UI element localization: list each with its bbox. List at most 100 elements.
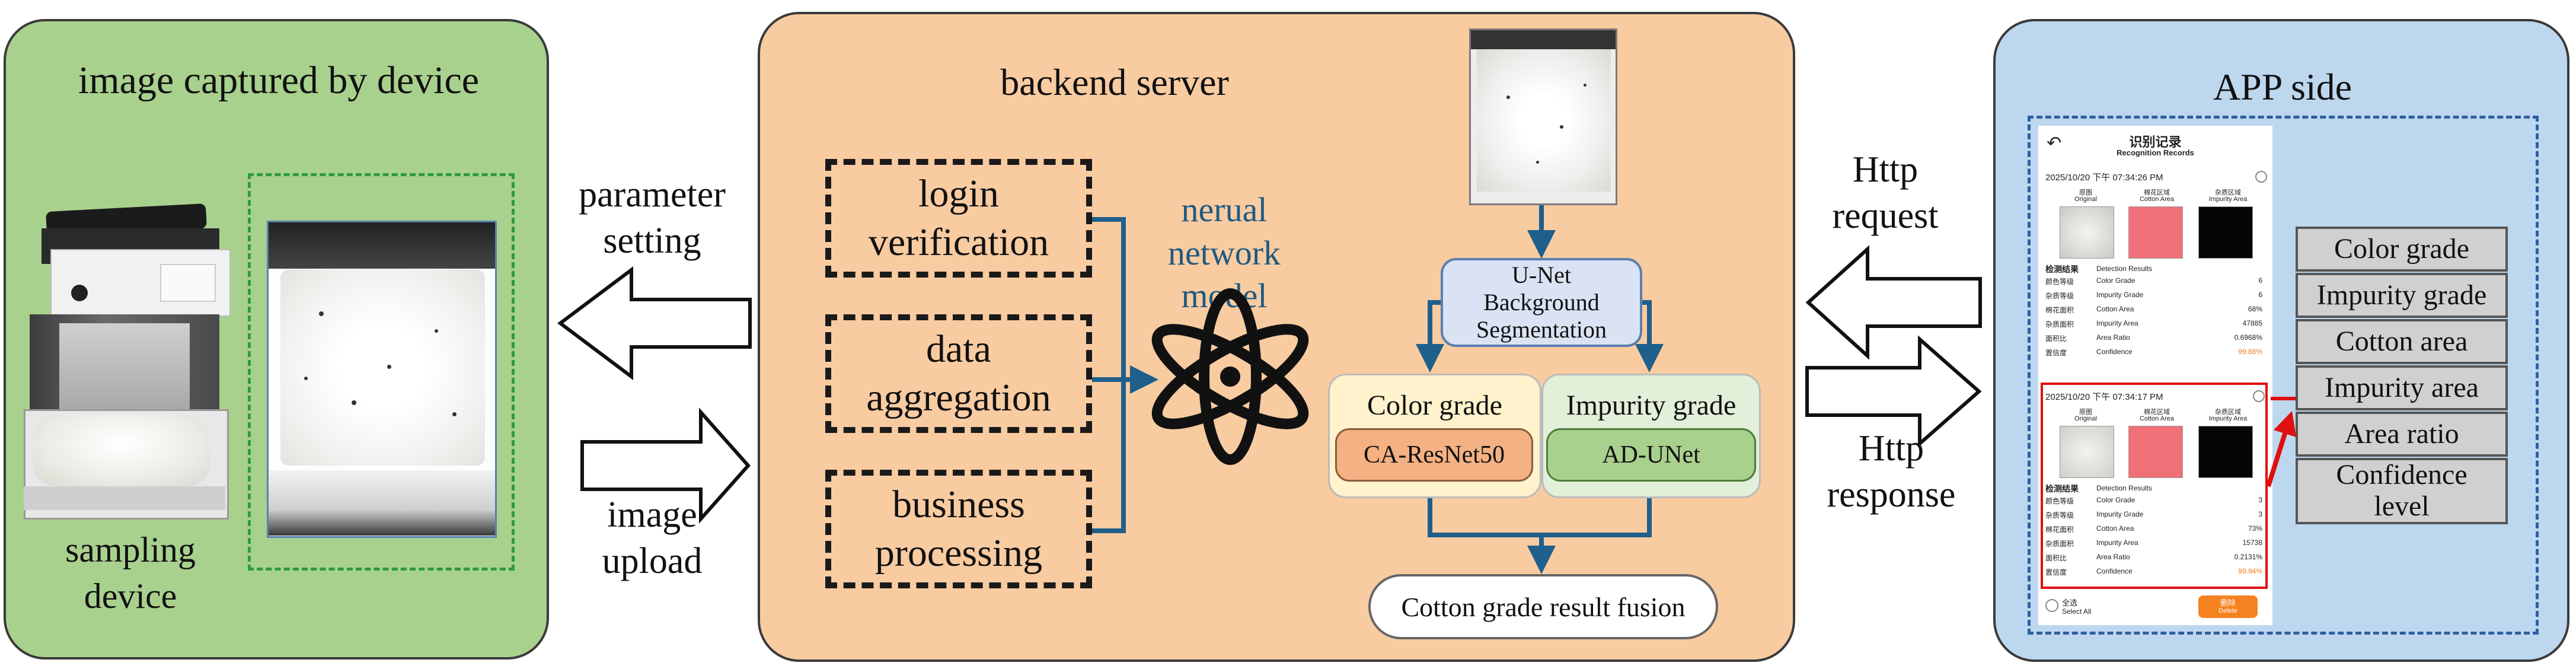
r1-img-label-1-cn: 棉花区域 xyxy=(2144,189,2170,196)
unet-input-cotton-image xyxy=(1469,28,1617,205)
unet-background-segmentation-node: U-Net Background Segmentation xyxy=(1441,258,1642,347)
atom-icon xyxy=(1151,288,1309,465)
record-1-row-en: Color Grade xyxy=(2096,276,2136,285)
r2-cotton-thumb xyxy=(2128,426,2183,478)
record-2-row-v: 3 xyxy=(2258,510,2262,518)
record-2-row-en: Color Grade xyxy=(2096,496,2136,504)
select-all-en: Select All xyxy=(2062,607,2092,616)
login-verification-module: login verification xyxy=(825,159,1092,278)
parameter-setting-arrow xyxy=(557,266,752,380)
phone-header-en: Recognition Records xyxy=(2117,148,2194,157)
app-dashed-frame xyxy=(2028,116,2539,635)
ca-resnet50-node: CA-ResNet50 xyxy=(1335,428,1533,482)
image-upload-label: image upload xyxy=(602,495,703,581)
record-2-row-cn: 置信度 xyxy=(2045,568,2067,576)
record-1-row-cn: 颜色等级 xyxy=(2045,278,2074,286)
r1-results-title-en: Detection Results xyxy=(2096,265,2153,273)
record-2-row-cn: 棉花面积 xyxy=(2045,525,2074,534)
delete-en: Delete xyxy=(2219,607,2237,614)
record-2-row-cn: 杂质等级 xyxy=(2045,511,2074,520)
output-confidence-level: Confidence level xyxy=(2296,458,2508,524)
record-1-row-cn: 杂质等级 xyxy=(2045,292,2074,300)
sampling-device-label: sampling device xyxy=(65,530,196,616)
http-request-label: Http request xyxy=(1832,149,1939,236)
r2-img-label-0-cn: 原图 xyxy=(2079,409,2092,416)
r1-img-label-0-en: Original xyxy=(2074,196,2097,203)
record-2-row-v: 3 xyxy=(2258,496,2262,504)
cotton-grade-fusion-node: Cotton grade result fusion xyxy=(1368,574,1718,639)
ad-unet-node: AD-UNet xyxy=(1546,428,1756,482)
delete-cn: 删除 xyxy=(2220,598,2236,607)
http-response-label: Http response xyxy=(1827,428,1956,515)
r2-img-label-1-en: Cotton Area xyxy=(2139,415,2175,422)
select-all-cn: 全选 xyxy=(2062,598,2078,607)
output-impurity-area: Impurity area xyxy=(2296,365,2508,410)
r2-img-label-0-en: Original xyxy=(2074,415,2097,422)
http-request-arrow xyxy=(1805,245,1982,360)
captured-image-frame xyxy=(248,173,515,571)
parameter-setting-label: parameter setting xyxy=(579,174,726,261)
record-2-time: 2025/10/20 下午 07:34:17 PM xyxy=(2045,392,2163,402)
r1-original-thumb xyxy=(2060,206,2114,259)
record-1-row-en: Area Ratio xyxy=(2096,333,2130,342)
record-1-row-cn: 置信度 xyxy=(2045,349,2067,357)
highlight-to-outputs-arrow xyxy=(2266,410,2297,488)
output-color-grade: Color grade xyxy=(2296,227,2508,272)
record-1-row-v: 99.88% xyxy=(2238,348,2262,356)
record-1-row-cn: 面积比 xyxy=(2045,334,2067,343)
r2-img-label-2-cn: 杂质区域 xyxy=(2215,409,2241,416)
r1-img-label-0-cn: 原图 xyxy=(2079,189,2092,196)
record-2-row-v: 99.94% xyxy=(2238,567,2262,575)
r1-results-title-cn: 检测结果 xyxy=(2045,265,2079,274)
phone-header-cn: 识别记录 xyxy=(2129,135,2182,149)
record-1-row-v: 47885 xyxy=(2242,319,2262,327)
r1-img-label-2-cn: 杂质区域 xyxy=(2215,189,2241,196)
record-2-row-en: Cotton Area xyxy=(2096,524,2134,533)
r2-img-label-1-cn: 棉花区域 xyxy=(2144,409,2170,416)
r2-original-thumb xyxy=(2060,426,2114,478)
record-1-checkbox[interactable] xyxy=(2255,171,2267,183)
r2-results-title-cn: 检测结果 xyxy=(2045,484,2079,493)
backend-server-title: backend server xyxy=(1000,61,1229,103)
r1-cotton-thumb xyxy=(2128,206,2183,259)
http-response-arrow xyxy=(1805,335,1982,448)
delete-button[interactable]: 删除 Delete xyxy=(2198,595,2258,618)
business-processing-module: business processing xyxy=(825,470,1092,588)
r1-img-label-1-en: Cotton Area xyxy=(2139,196,2175,203)
record-1-row-v: 68% xyxy=(2248,305,2262,313)
select-all-checkbox[interactable] xyxy=(2045,599,2058,612)
app-side-title: APP side xyxy=(2213,66,2352,108)
device-capture-title: image captured by device xyxy=(78,59,480,102)
captured-cotton-image xyxy=(267,221,497,538)
record-2-row-en: Area Ratio xyxy=(2096,553,2130,561)
record-2-row-en: Confidence xyxy=(2096,567,2133,575)
record-2-row-cn: 面积比 xyxy=(2045,554,2067,562)
output-cotton-area: Cotton area xyxy=(2296,319,2508,364)
r1-img-label-2-en: Impurity Area xyxy=(2208,196,2248,203)
record-1-row-en: Cotton Area xyxy=(2096,305,2134,313)
record-2-checkbox[interactable] xyxy=(2253,390,2265,402)
r1-impurity-thumb xyxy=(2198,206,2253,259)
neural-network-model-label: nerual network model xyxy=(1167,190,1281,315)
data-aggregation-module: data aggregation xyxy=(825,314,1092,433)
r2-results-title-en: Detection Results xyxy=(2096,484,2153,492)
impurity-grade-title: Impurity grade xyxy=(1566,390,1737,421)
record-2-row-cn: 颜色等级 xyxy=(2045,497,2074,505)
record-1-row-en: Impurity Area xyxy=(2096,319,2138,327)
record-1-row-en: Impurity Grade xyxy=(2096,291,2144,299)
record-2-row-v: 15738 xyxy=(2242,539,2262,547)
sampling-device-illustration xyxy=(24,196,237,575)
r2-impurity-thumb xyxy=(2198,426,2253,478)
image-upload-arrow xyxy=(580,407,751,524)
output-area-ratio: Area ratio xyxy=(2296,412,2508,457)
back-arrow-icon[interactable]: ↶ xyxy=(2047,133,2062,153)
record-1-row-en: Confidence xyxy=(2096,348,2133,356)
record-1-row-v: 6 xyxy=(2258,276,2262,285)
color-grade-title: Color grade xyxy=(1367,390,1502,421)
r2-img-label-2-en: Impurity Area xyxy=(2208,415,2248,422)
record-2-row-cn: 杂质面积 xyxy=(2045,540,2074,548)
record-1-row-v: 6 xyxy=(2258,291,2262,299)
record-1-row-cn: 棉花面积 xyxy=(2045,306,2074,314)
record-2-row-v: 0.2131% xyxy=(2234,553,2262,561)
